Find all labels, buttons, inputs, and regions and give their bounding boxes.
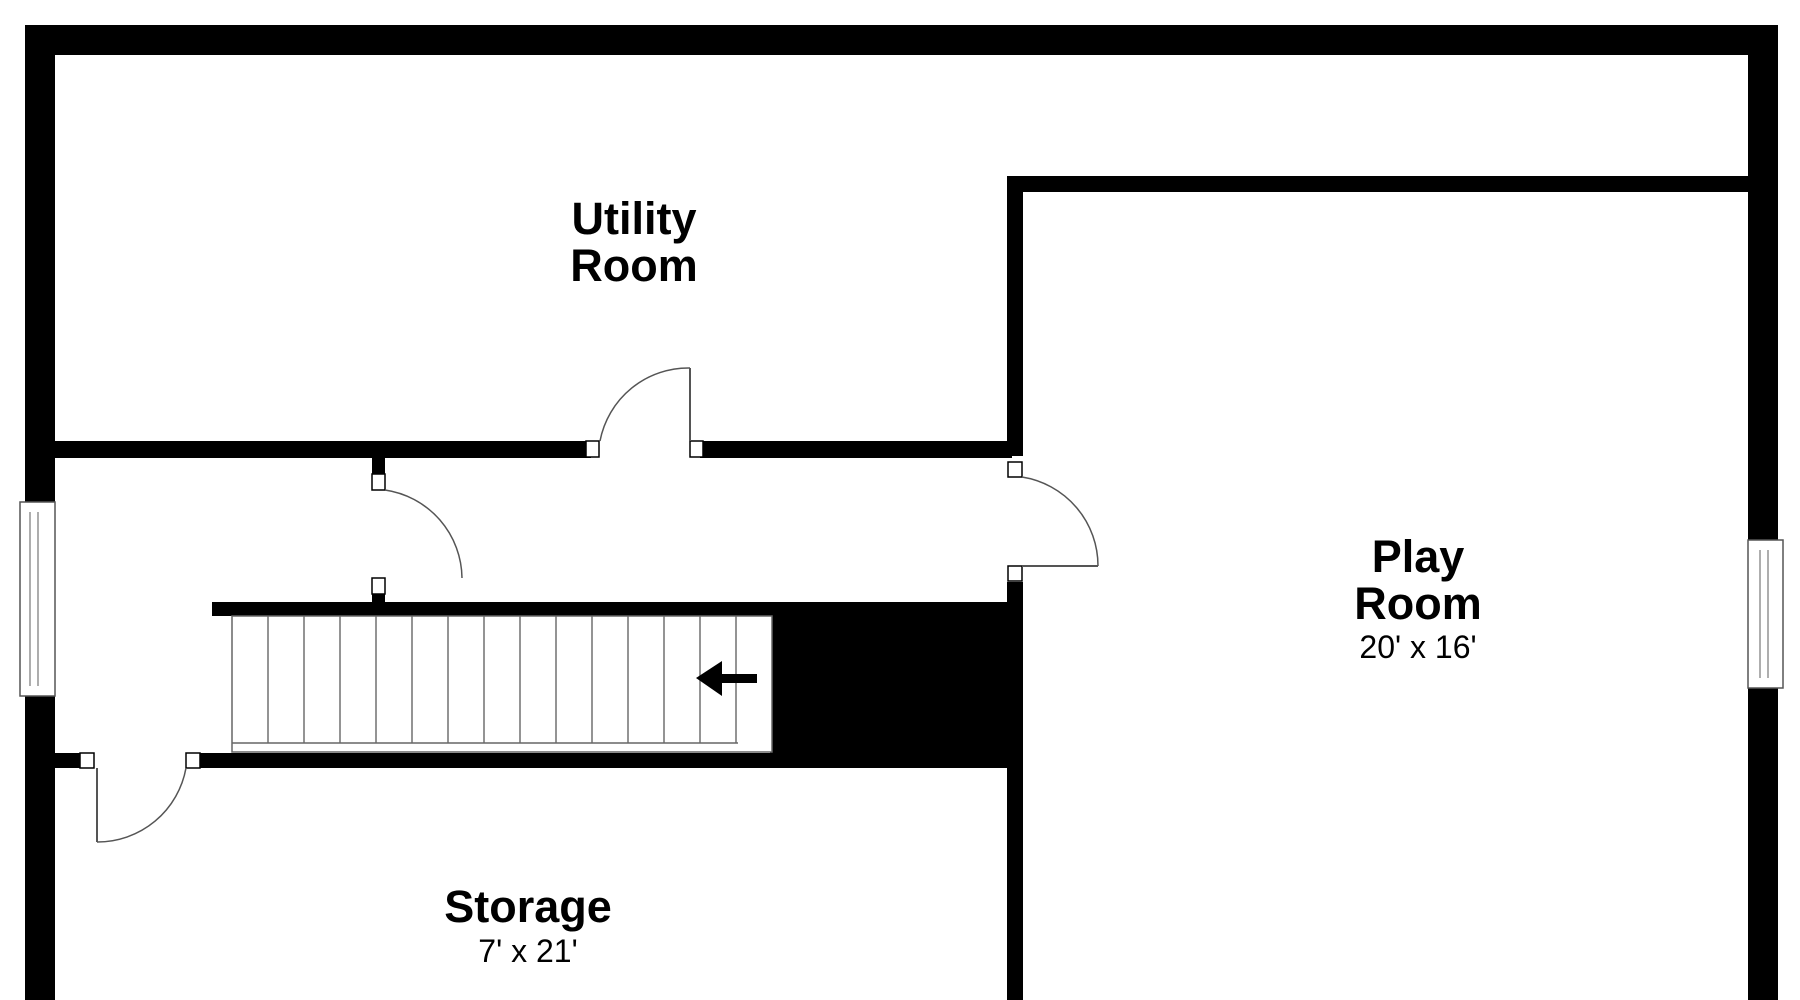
jamb (1007, 565, 1023, 582)
storage-dimensions: 7' x 21' (478, 933, 577, 969)
jamb (371, 473, 386, 491)
interior-walls (55, 176, 1748, 1000)
storage-top-wall-right (200, 753, 772, 768)
jamb (585, 440, 600, 458)
left-window (19, 501, 56, 697)
storage-label: Storage (444, 881, 612, 932)
jamb (371, 577, 386, 595)
jamb (185, 752, 201, 769)
outer-walls (25, 25, 1778, 1000)
utility-room-door (599, 367, 691, 442)
stair-solid-block (770, 602, 1023, 768)
jamb (1007, 461, 1023, 478)
utility-bottom-wall-left (55, 441, 591, 458)
jamb (689, 440, 704, 458)
storage-right-wall (1007, 768, 1023, 1000)
jamb (79, 752, 95, 769)
storage-top-wall-left (55, 753, 80, 768)
storage-door (96, 767, 187, 843)
utility-bottom-wall-right (700, 441, 1012, 458)
closet-wall-stub-top (372, 458, 385, 474)
utility-room-label-line2: Room (570, 240, 698, 291)
staircase (231, 615, 773, 753)
stair-direction-arrow-icon (696, 661, 757, 696)
play-room-label-line2: Room (1354, 578, 1482, 629)
stair-outline (231, 615, 773, 753)
stair-top-wall (212, 602, 772, 616)
right-window (1747, 539, 1784, 689)
play-room-door (1021, 476, 1099, 567)
utility-room-label-line1: Utility (571, 193, 696, 244)
play-room-top-wall (1007, 176, 1748, 192)
play-room-left-wall-upper (1007, 176, 1023, 456)
door-jambs (79, 440, 1023, 769)
hall-closet-door (384, 489, 463, 579)
outer-wall-right (1748, 25, 1778, 1000)
play-room-label-line1: Play (1372, 531, 1465, 582)
outer-wall-top (25, 25, 1777, 55)
play-room-dimensions: 20' x 16' (1359, 629, 1476, 665)
